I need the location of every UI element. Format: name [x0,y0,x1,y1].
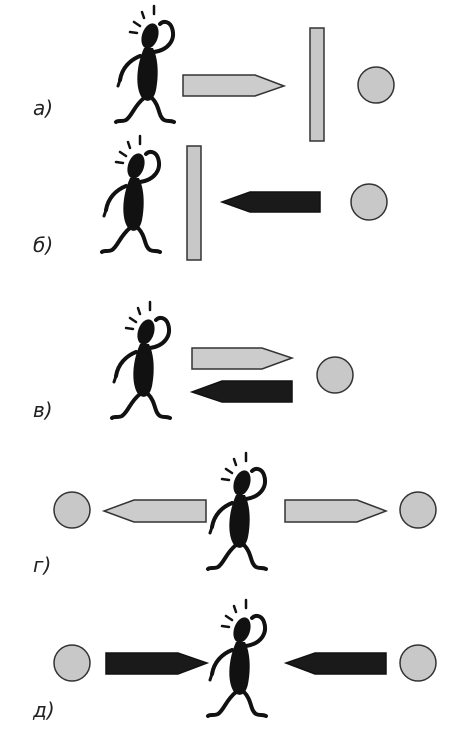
dark-arrow-left [219,191,321,213]
light-arrow-right [284,499,389,523]
ball-icon [53,644,91,682]
dark-arrow-right [105,652,210,675]
ball-icon [399,491,437,529]
light-arrow-left [101,499,207,523]
wall [309,27,325,142]
person-icon [110,300,172,420]
ball-icon [399,644,437,682]
ball-icon [316,356,354,394]
panel-label-b: б) [33,233,54,257]
person-icon [206,598,268,718]
panel-label-v: в) [33,398,53,422]
panel-d [53,598,437,718]
panel-label-d: д) [33,698,55,722]
panel-label-g: г) [33,553,52,577]
light-arrow-right [191,347,295,370]
panel-b [100,134,388,261]
dark-arrow-left [189,380,293,403]
ball-icon [53,491,91,529]
dark-arrow-left [283,652,387,675]
person-icon [100,134,162,254]
ball-icon [357,66,395,104]
person-icon [114,4,176,124]
light-arrow-right [182,74,287,97]
panel-label-a: а) [33,96,54,120]
person-icon [206,451,268,571]
ball-icon [350,183,388,221]
panel-v [110,300,354,420]
wall [186,145,202,261]
panel-g [53,451,437,571]
panel-a [114,4,395,142]
